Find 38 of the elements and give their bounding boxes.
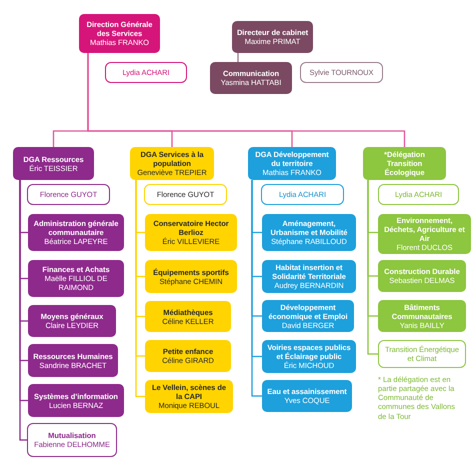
- connector-line: [251, 180, 262, 397]
- unit-box: [232, 21, 313, 53]
- unit-box: [262, 214, 356, 251]
- outlined-unit-box: [144, 184, 227, 205]
- outlined-unit-box: [300, 62, 383, 83]
- outlined-unit-box: [261, 184, 344, 205]
- unit-box: [145, 214, 237, 251]
- unit-box: [28, 384, 124, 417]
- connector-line: [87, 53, 406, 147]
- outlined-unit-box: [27, 184, 110, 205]
- unit-box: [13, 147, 94, 180]
- unit-box: [145, 380, 233, 413]
- unit-box: [378, 260, 466, 292]
- unit-box: [130, 147, 214, 180]
- outlined-unit-box: [105, 62, 187, 83]
- outlined-unit-box: [378, 340, 466, 368]
- outlined-unit-box: [378, 184, 459, 205]
- unit-box: [145, 301, 231, 332]
- unit-box: [262, 340, 356, 373]
- unit-box: [28, 260, 124, 297]
- unit-box: [145, 260, 237, 293]
- unit-box: [210, 62, 292, 94]
- unit-box: [28, 344, 118, 377]
- connector-line: [135, 180, 145, 398]
- unit-box: [378, 214, 471, 254]
- unit-box: [248, 147, 336, 180]
- unit-box: [28, 214, 124, 251]
- unit-box: [262, 300, 354, 332]
- outlined-unit-box: [27, 423, 117, 457]
- unit-box: [79, 14, 160, 53]
- unit-box: [262, 260, 356, 293]
- unit-box: [28, 305, 116, 337]
- connector-line: [19, 180, 27, 441]
- unit-box: [145, 340, 231, 372]
- unit-box: [378, 300, 466, 332]
- unit-box: [363, 147, 446, 180]
- unit-box: [262, 380, 352, 412]
- connector-line: [367, 180, 378, 355]
